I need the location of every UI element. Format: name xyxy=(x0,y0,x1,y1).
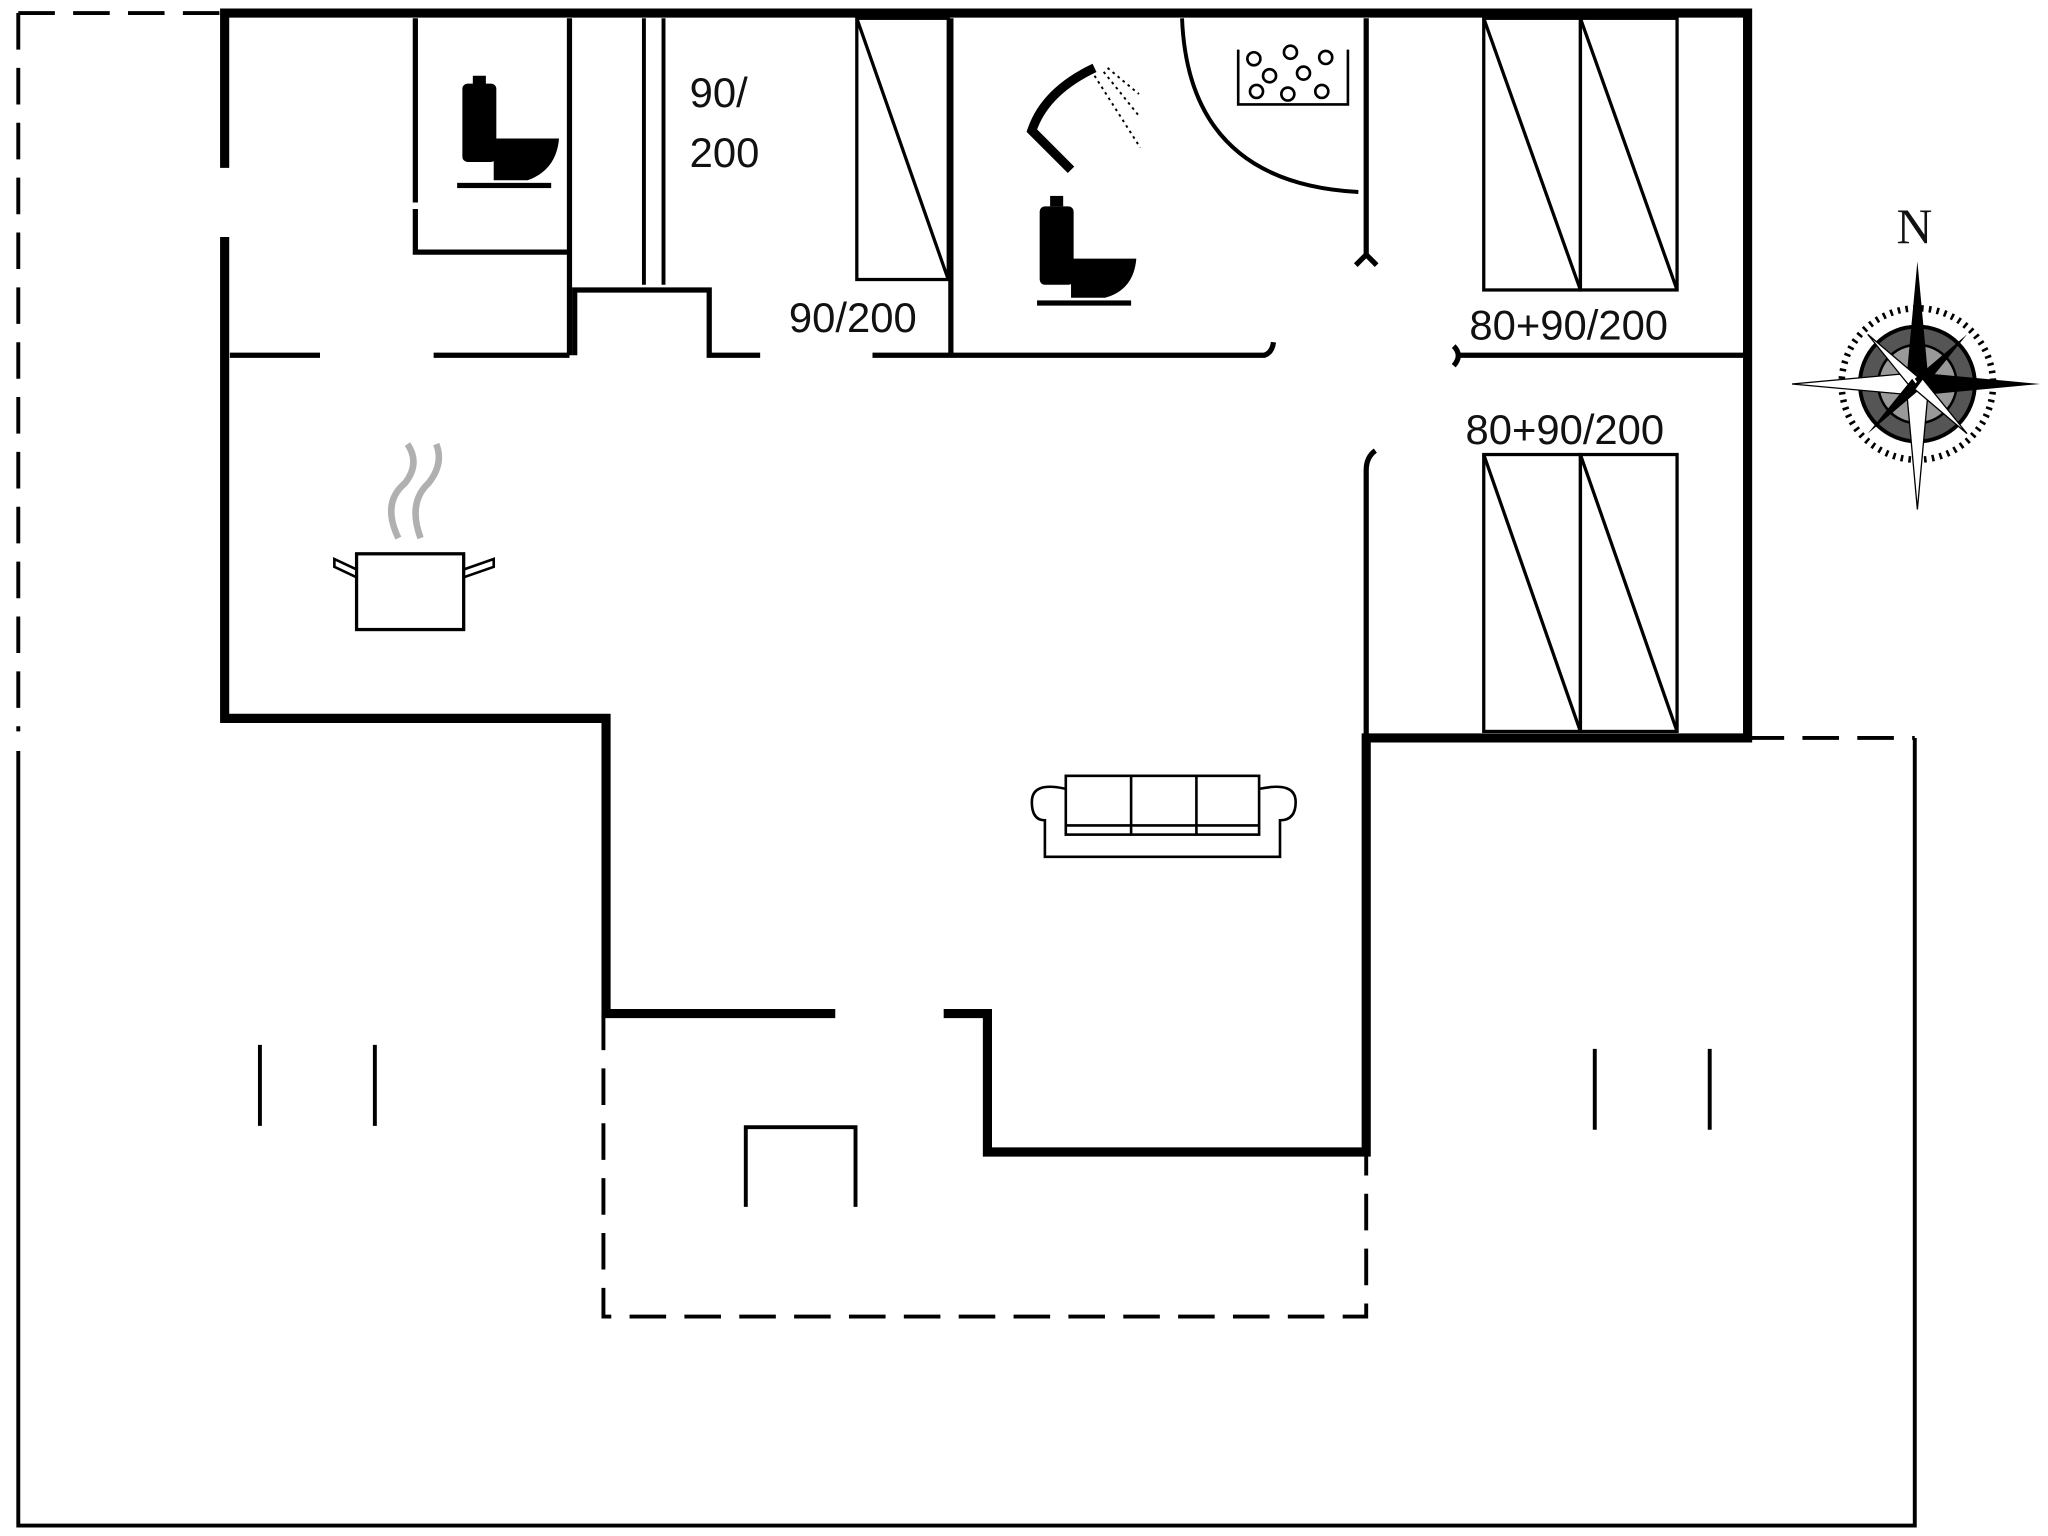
north-label: N xyxy=(1896,199,1932,254)
compass-rose-icon xyxy=(1791,261,2041,510)
toilet-icon xyxy=(1037,195,1137,306)
sofa-icon xyxy=(1030,774,1297,859)
exterior-walls xyxy=(220,8,1753,1157)
bed-size-label: 80+90/200 xyxy=(1469,302,1668,349)
toilet-icon xyxy=(457,75,560,189)
bed-size-label: 90/200 xyxy=(789,294,917,341)
bed-size-label: 90/ xyxy=(690,69,748,116)
interior-walls xyxy=(229,18,1748,738)
shower-icon xyxy=(1026,63,1142,174)
bathtub-icon xyxy=(1236,44,1350,106)
terrace-outline xyxy=(16,11,1917,1528)
bed-size-label: 80+90/200 xyxy=(1465,406,1664,453)
bed-size-label: 200 xyxy=(690,129,760,176)
cooking-pot-icon xyxy=(333,442,496,632)
beds xyxy=(855,16,1679,734)
